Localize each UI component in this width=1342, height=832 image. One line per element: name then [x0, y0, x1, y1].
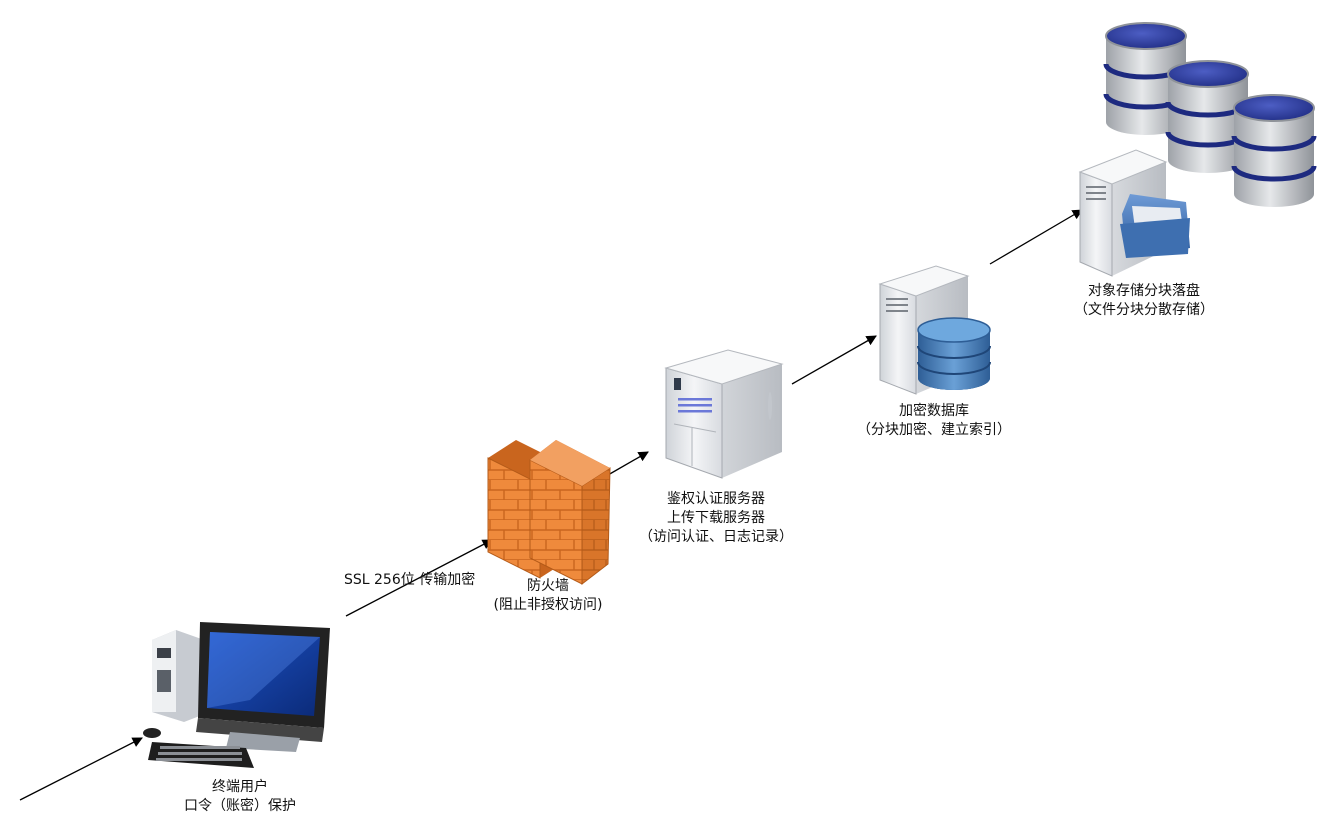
database-cylinder-icon	[1165, 60, 1251, 173]
connection-arrows	[19, 209, 1083, 801]
auth-server-label: 鉴权认证服务器 上传下载服务器 （访问认证、日志记录）	[626, 490, 806, 547]
arrow-to-user	[19, 737, 143, 801]
arrow-db-to-storage	[989, 209, 1083, 265]
file-server-with-storage-icon	[1078, 149, 1190, 277]
object-storage-label-line1: 对象存储分块落盘	[1088, 283, 1200, 299]
brick-firewall-icon	[487, 440, 611, 586]
user-label: 终端用户 口令（账密）保护	[180, 778, 300, 816]
object-storage-label-line2: （文件分块分散存储）	[1074, 302, 1214, 318]
database-server-icon	[878, 265, 991, 395]
firewall-label-line1: 防火墙	[527, 578, 569, 594]
tower-server-icon	[664, 349, 784, 479]
encrypted-db-label-line1: 加密数据库	[899, 403, 969, 419]
auth-server-label-line2: 上传下载服务器	[667, 510, 765, 526]
desktop-computer-icon	[143, 622, 330, 768]
user-label-line1: 终端用户	[212, 779, 268, 795]
database-cylinder-icon	[1231, 94, 1317, 207]
auth-server-label-line3: （访问认证、日志记录）	[639, 529, 793, 545]
firewall-label-line2: (阻止非授权访问)	[493, 597, 603, 613]
arrow-ssl-to-firewall	[345, 539, 493, 617]
encrypted-db-label-line2: （分块加密、建立索引）	[857, 422, 1011, 438]
user-label-line2: 口令（账密）保护	[184, 798, 296, 814]
arrow-firewall-to-auth	[607, 451, 649, 476]
auth-server-label-line1: 鉴权认证服务器	[667, 491, 765, 507]
object-storage-label: 对象存储分块落盘 （文件分块分散存储）	[1060, 282, 1228, 320]
firewall-label: 防火墙 (阻止非授权访问)	[478, 577, 618, 615]
arrow-auth-to-db	[791, 335, 877, 385]
encrypted-db-label: 加密数据库 （分块加密、建立索引）	[842, 402, 1026, 440]
ssl-encryption-label: SSL 256位 传输加密	[344, 572, 476, 588]
storage-database-stack	[1103, 22, 1317, 207]
